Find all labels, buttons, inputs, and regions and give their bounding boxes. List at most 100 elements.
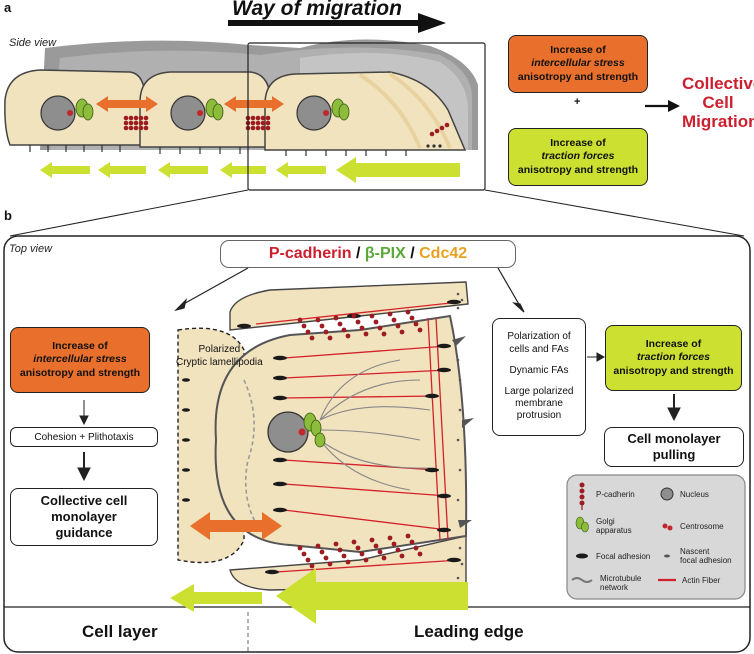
panel-a-title: Way of migration — [232, 0, 402, 20]
legend-focal-adhesion: Focal adhesion — [596, 552, 651, 561]
legend-box — [566, 474, 746, 600]
migration-arrow — [228, 13, 446, 33]
polarization-arrow — [587, 352, 606, 362]
cohesion-box: Cohesion + Plithotaxis — [10, 427, 158, 447]
right-traction-line3: anisotropy and strength — [613, 364, 734, 377]
left-column-arrows — [77, 400, 91, 482]
traction-box-line1: Increase of — [550, 137, 606, 150]
focal-adhesions — [237, 299, 461, 575]
plus-sign: + — [574, 96, 581, 108]
top-neighbor-cell — [229, 281, 469, 331]
stress-box-line1: Increase of — [550, 44, 606, 57]
traction-box: Increase of traction forces anisotropy a… — [508, 128, 648, 186]
outcome-label: Collective Cell Migration — [682, 74, 754, 131]
side-view-traction-arrows — [40, 157, 460, 183]
top-view-stress-arrow — [190, 512, 282, 540]
pathway-betapix: β-PIX — [364, 245, 406, 262]
pathway-cdc42: Cdc42 — [419, 245, 468, 262]
legend-actin: Actin Fiber — [682, 576, 721, 585]
pathway-sep2: / — [405, 245, 420, 262]
centrosome-top-view — [298, 428, 306, 436]
legend-nascent: Nascent focal adhesion — [680, 547, 732, 565]
microtubules — [319, 359, 431, 491]
pathway-box: P-cadherin / β-PIX / Cdc42 — [220, 240, 516, 268]
legend-microtubule-line1: Microtubule — [600, 574, 642, 583]
right-traction-box: Increase of traction forces anisotropy a… — [605, 325, 742, 391]
outcome-line3: Migration — [682, 112, 754, 132]
pulling-box: Cell monolayer pulling — [604, 427, 744, 467]
traction-box-line2: traction forces — [541, 150, 615, 163]
guidance-box: Collective cell monolayer guidance — [10, 488, 158, 546]
legend-golgi-line1: Golgi — [596, 517, 615, 526]
legend-golgi: Golgi apparatus — [596, 517, 632, 535]
legend-golgi-line2: apparatus — [596, 526, 632, 536]
side-view-nascent — [426, 144, 442, 148]
left-stress-box: Increase of intercellular stress anisotr… — [10, 327, 150, 393]
zoom-rectangle — [247, 42, 486, 191]
guidance-line2: monolayer — [51, 508, 117, 524]
side-view-nuclei — [40, 95, 332, 131]
protrusion-line2: membrane — [515, 398, 563, 410]
polarization-line1: Polarization of — [507, 331, 571, 343]
outcome-line1: Collective — [682, 74, 754, 93]
left-stress-line2: intercellular stress — [33, 353, 127, 366]
protrusion-line1: Large polarized — [504, 386, 574, 397]
bottom-junction-cadherins — [297, 533, 423, 569]
panel-b-frame — [3, 235, 751, 653]
actin-fibers — [255, 301, 461, 573]
top-view-label: Top view — [9, 243, 53, 255]
top-view-traction-arrows — [170, 568, 468, 624]
left-stress-line3: anisotropy and strength — [19, 366, 141, 379]
legend-microtubule-line2: network — [600, 583, 629, 593]
guidance-line1: Collective cell — [40, 492, 128, 508]
pulling-line1: Cell monolayer — [627, 430, 721, 446]
pulling-line2: pulling — [652, 447, 696, 462]
nascent-adhesions — [456, 292, 464, 580]
stress-box-line2: intercellular stress — [531, 57, 625, 70]
stress-box: Increase of intercellular stress anisotr… — [508, 35, 648, 93]
pathway-arrows — [174, 267, 525, 313]
polarization-line2: cells and FAs — [509, 343, 569, 355]
pathway-pcadherin: P-cadherin — [268, 245, 352, 262]
outcome-line2: Cell — [702, 93, 734, 113]
cryptic-lamellipodia-edge — [243, 379, 261, 531]
left-cell-adhesions — [182, 378, 190, 502]
legend-microtubule: Microtubule network — [600, 574, 641, 592]
legend-nascent-line2: focal adhesion — [680, 556, 732, 566]
polarization-box: Polarization of cells and FAs Dynamic FA… — [492, 318, 586, 436]
side-view-label: Side view — [9, 37, 57, 49]
legend-nascent-line1: Nascent — [680, 547, 710, 556]
left-stress-line1: Increase of — [52, 340, 108, 353]
protrusion-spikes — [452, 336, 474, 528]
nucleus-top-view — [267, 411, 309, 453]
side-view-cadherins — [123, 115, 450, 137]
traction-box-line3: anisotropy and strength — [517, 163, 639, 176]
outcome-arrow — [645, 100, 680, 112]
stress-box-line3: anisotropy and strength — [517, 70, 639, 83]
zoom-line-left — [9, 189, 249, 237]
right-traction-line2: traction forces — [637, 351, 710, 364]
dynamic-fas: Dynamic FAs — [509, 364, 569, 376]
legend-centrosome: Centrosome — [680, 522, 724, 531]
cryptic-line2: Cryptic lamellipodia — [176, 356, 263, 368]
traction-to-pulling-arrow — [667, 394, 681, 422]
footer-cell-layer: Cell layer — [82, 622, 158, 641]
golgi-top-view — [303, 412, 326, 448]
panel-a-letter: a — [4, 0, 12, 15]
guidance-line3: guidance — [55, 525, 113, 541]
leading-cell-stripes — [358, 72, 452, 149]
top-junction-cadherins — [297, 309, 423, 341]
zoom-line-right — [484, 189, 745, 237]
side-view-adhesions — [29, 145, 407, 156]
right-traction-line1: Increase of — [645, 338, 702, 351]
side-view-golgi — [75, 98, 350, 121]
panel-b-letter: b — [4, 208, 12, 223]
protrusion-line3: protrusion — [516, 410, 562, 422]
legend-nucleus: Nucleus — [680, 490, 709, 499]
cryptic-lamellipodia-label: Polarized Cryptic lamellipodia — [176, 344, 263, 369]
pathway-sep1: / — [351, 245, 365, 262]
footer-leading-edge: Leading edge — [414, 622, 524, 641]
legend-pcadherin: P-cadherin — [596, 490, 635, 499]
side-view-stress-arrows — [96, 96, 284, 112]
